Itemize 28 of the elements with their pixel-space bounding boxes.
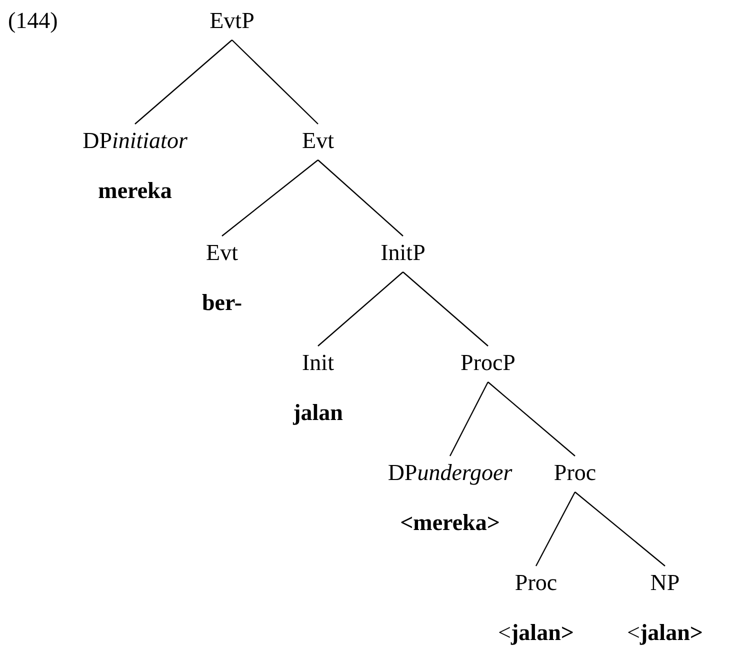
example-number: (144) [8, 8, 58, 34]
tree-branch [488, 382, 576, 456]
word-label: <mereka> [399, 510, 501, 536]
category-label: EvtP [210, 8, 254, 34]
word-label: ber- [202, 290, 242, 316]
word-label: jalan [293, 400, 343, 426]
category-label: NP [649, 570, 681, 596]
category-label: Evt [302, 128, 334, 154]
tree-branch [222, 160, 318, 236]
tree-branch [449, 382, 489, 456]
word-label: mereka [97, 178, 173, 204]
category-label: Proc [514, 570, 558, 596]
category-label: DPundergoer [388, 460, 512, 486]
category-label: Proc [554, 460, 596, 486]
tree-branch [574, 492, 666, 566]
category-label: ProcP [460, 350, 516, 376]
tree-branch [402, 272, 488, 346]
tree-branch [318, 160, 404, 236]
tree-branch [134, 40, 232, 124]
category-label: Init [301, 350, 335, 376]
category-label: Evt [205, 240, 239, 266]
category-label: DPinitiator [82, 128, 188, 154]
tree-branch [232, 40, 318, 124]
tree-branch [318, 272, 404, 346]
word-label: <jalan> [627, 620, 703, 646]
word-label: <jalan> [498, 620, 574, 646]
tree-branch [535, 492, 576, 566]
category-label: InitP [380, 240, 426, 266]
